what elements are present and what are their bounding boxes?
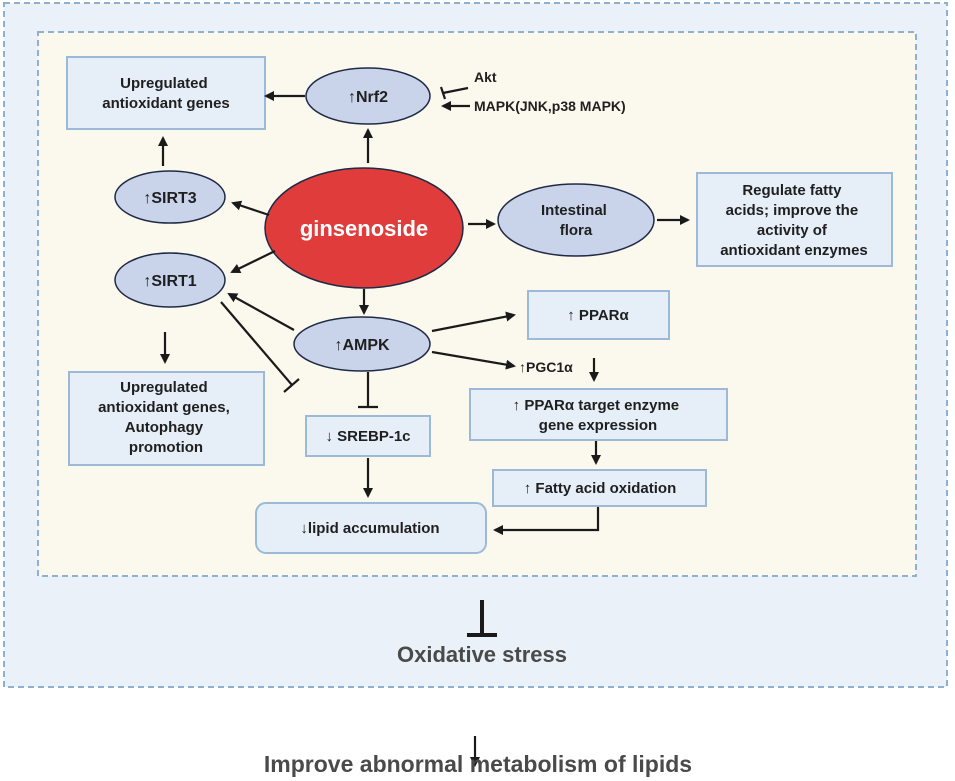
- pgc1a-label: ↑PGC1α: [519, 359, 573, 375]
- inhibit-oxidative-stress: [467, 600, 497, 637]
- sirt1-node: [114, 252, 226, 308]
- upregulated-antioxidant-autophagy-box: [68, 371, 265, 466]
- mapk-label: MAPK(JNK,p38 MAPK): [474, 98, 626, 114]
- srebp-1c-label: ↓ SREBP-1c: [325, 428, 410, 445]
- ampk-node: [293, 316, 431, 372]
- arrow-ginsenoside-to-sirt3: [231, 200, 270, 217]
- srebp-1c-box: [305, 415, 431, 457]
- arrow-ampk-to-sirt1: [227, 293, 295, 331]
- nrf2-node: [305, 67, 431, 125]
- sirt1-label: ↑SIRT1: [143, 273, 196, 290]
- regulate-fatty-acids-label: Regulate fatty acids; improve the activi…: [720, 182, 868, 259]
- arrow-ampk-to-ppara: [431, 311, 516, 333]
- sirt3-node: [114, 170, 226, 224]
- inhibit-ampk-to-srebp: [358, 372, 378, 409]
- inhibit-sirt1-to-srebp: [220, 301, 300, 393]
- intestinal-flora-label: Intestinal flora: [541, 202, 611, 239]
- arrow-fatty-oxidation-to-lipid: [493, 507, 600, 535]
- fatty-acid-oxidation-box: [492, 469, 707, 507]
- ppara-target-enzyme-label: ↑ PPARα target enzyme gene expression: [513, 397, 684, 434]
- regulate-fatty-acids-box: [696, 172, 893, 267]
- akt-label: Akt: [474, 69, 497, 85]
- ginsenoside-node: [264, 167, 464, 289]
- oxidative-stress-label: Oxidative stress: [397, 642, 567, 667]
- inhibit-akt-to-nrf2: [439, 86, 469, 100]
- conclusion-label: Improve abnormal metabolism of lipids: [264, 751, 692, 777]
- ppara-label: ↑ PPARα: [567, 307, 629, 324]
- ginsenoside-label: ginsenoside: [300, 216, 428, 241]
- sirt3-label: ↑SIRT3: [143, 190, 196, 207]
- nrf2-label: ↑Nrf2: [348, 89, 388, 106]
- lipid-accumulation-label: ↓lipid accumulation: [300, 520, 439, 537]
- ppara-box: [527, 290, 670, 340]
- upregulated-antioxidant-genes-box: [66, 56, 266, 130]
- fatty-acid-oxidation-label: ↑ Fatty acid oxidation: [524, 480, 677, 497]
- ppara-target-enzyme-box: [469, 388, 728, 441]
- upregulated-autophagy-label: Upregulated antioxidant genes, Autophagy…: [98, 379, 234, 456]
- arrow-ginsenoside-to-sirt1: [230, 250, 276, 273]
- lipid-accumulation-box: [255, 502, 487, 554]
- upregulated-genes-label: Upregulated antioxidant genes: [102, 75, 230, 112]
- intestinal-flora-node: [497, 183, 655, 257]
- ampk-label: ↑AMPK: [334, 337, 390, 354]
- arrow-ampk-to-pgc1a: [431, 350, 516, 370]
